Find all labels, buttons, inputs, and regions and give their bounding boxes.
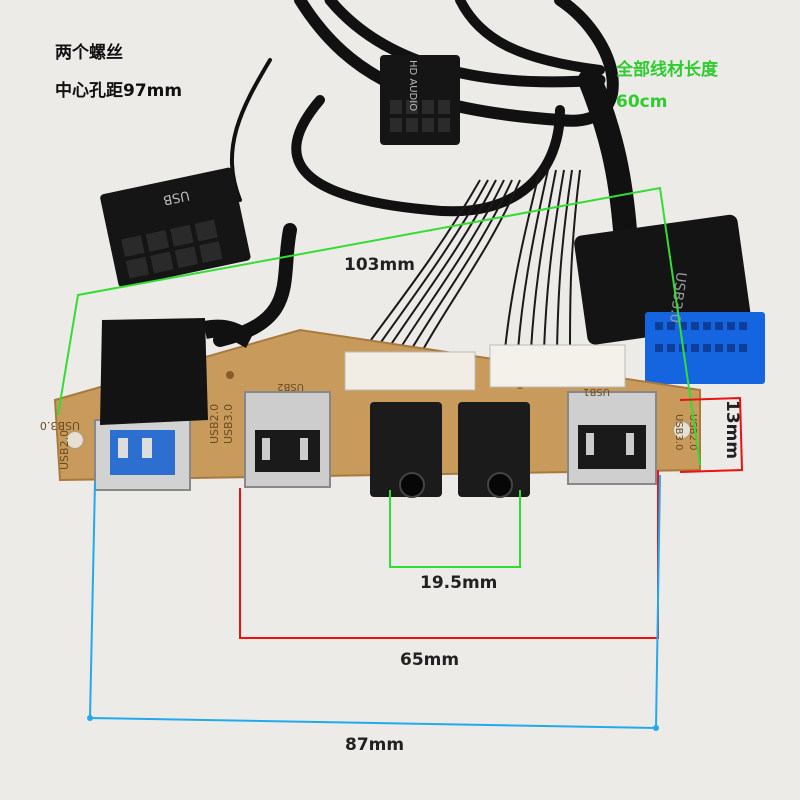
screws-note: 两个螺丝 (55, 43, 123, 63)
dim-line-103 (57, 186, 701, 466)
cable-loop-top-3 (455, 0, 605, 75)
usb-header-label: USB (162, 187, 191, 207)
hd-audio-header-connector: HD AUDIO (380, 55, 460, 145)
mid-port-label-c: USB2 (277, 381, 304, 392)
right-port-label-a: USB3.0 (673, 414, 684, 450)
usb2-port-right (567, 391, 657, 485)
wire-ribbon-right (504, 169, 581, 351)
wire-ribbon-left (359, 179, 521, 356)
cable-length-value: 60cm (616, 92, 668, 112)
dim-label-87: 87mm (345, 735, 405, 755)
usb3-port-left (94, 419, 191, 491)
screw-hole-left (65, 430, 85, 450)
dim-line-87 (88, 474, 661, 730)
measurement-lines (57, 186, 744, 731)
front-usb3-plug (100, 318, 255, 425)
left-port-label-a: USB3.0 (40, 419, 80, 432)
usb3-header-connector: USB3.0 (574, 214, 765, 384)
dim-line-19-5 (389, 490, 521, 568)
dim-line-13 (679, 396, 744, 473)
left-port-label-b: USB2.0 (58, 430, 71, 470)
white-header-left (344, 351, 476, 391)
cable-length-title: 全部线材长度 (616, 60, 718, 80)
usb3-cable (578, 68, 637, 242)
hd-audio-label: HD AUDIO (407, 60, 418, 111)
usb-header-connector: USB (100, 167, 251, 288)
usb3-header-label: USB3.0 (666, 271, 689, 324)
right-port-label-c: USB1 (583, 386, 610, 397)
dim-label-65: 65mm (400, 650, 460, 670)
circuit-board: USB3.0 USB2.0 USB2.0 USB3.0 USB2 USB3.0 … (40, 328, 701, 498)
dim-label-103: 103mm (344, 255, 415, 275)
screw-hole-right (672, 420, 692, 440)
dim-label-13: 13mm (722, 400, 742, 460)
hole-distance-note: 中心孔距97mm (55, 81, 183, 101)
usb2-port-middle (244, 391, 331, 488)
audio-jack-left (370, 402, 442, 498)
cable-loop-mid (291, 95, 565, 217)
audio-jack-right (458, 402, 530, 498)
mid-port-label-a: USB2.0 (208, 404, 221, 444)
white-header-right (489, 344, 626, 388)
dim-label-19-5: 19.5mm (420, 573, 498, 593)
mid-port-label-b: USB3.0 (222, 404, 235, 444)
right-port-label-b: USB2.0 (687, 414, 698, 450)
